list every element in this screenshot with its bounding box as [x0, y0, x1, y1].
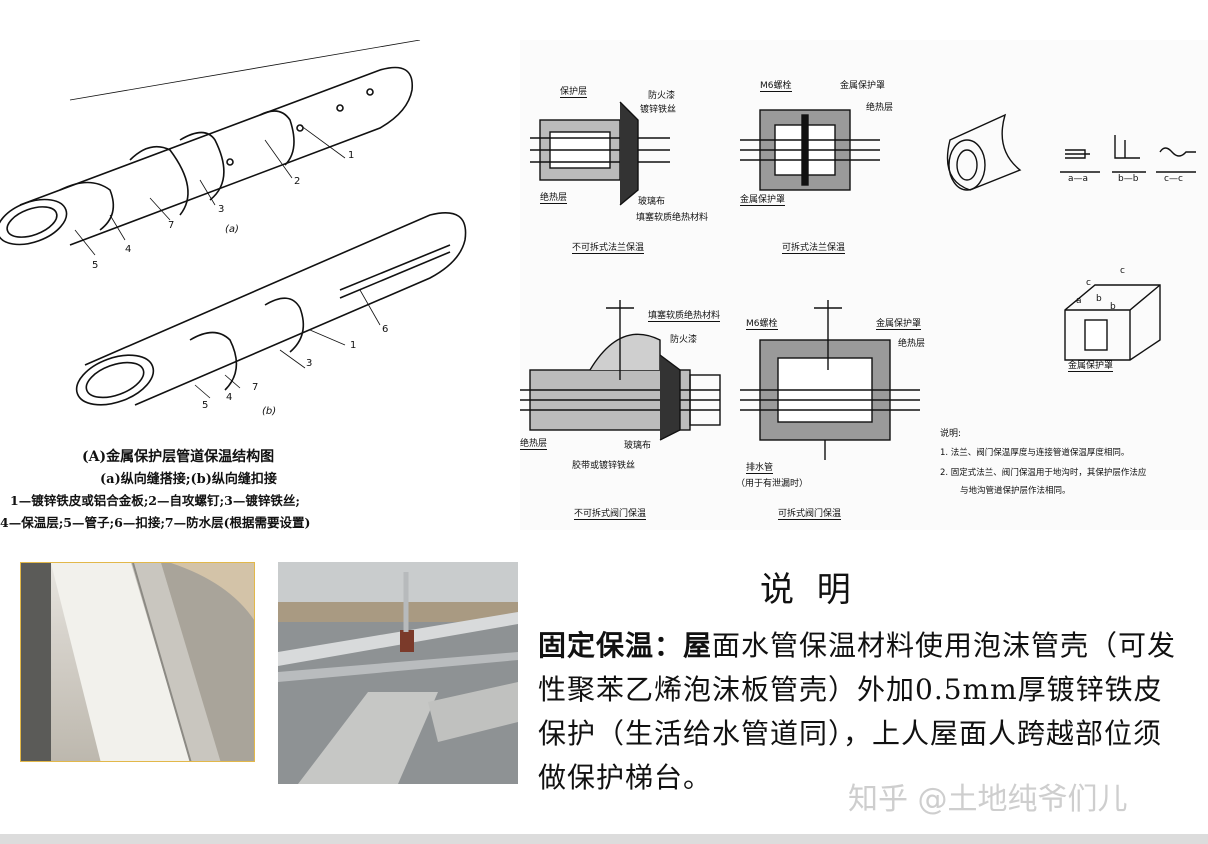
ff-label-bolibu: 玻璃布: [638, 197, 666, 207]
explanation-paragraph: 固定保温：屋面水管保温材料使用泡沫管壳（可发性聚苯乙烯泡沫板管壳）外加0.5mm…: [538, 624, 1178, 800]
fv-label-jiaodai: 胶带或镀锌铁丝: [572, 461, 636, 471]
fv-label-jurceng: 绝热层: [520, 436, 548, 450]
cover-mark-b2: b: [1110, 302, 1116, 312]
ff-label-jurceng: 绝热层: [540, 190, 568, 204]
pipe-insulation-drawing: 1 2 3 7 4 5 (a) 6 1 3 7 4 5 (b) (A)金属保护层…: [0, 40, 520, 540]
rv-label-jurceng: 绝热层: [898, 339, 926, 349]
callout-b-1: 1: [350, 340, 357, 351]
rf-label-jinshu-bottom: 金属保护罩: [740, 192, 786, 206]
photo-roof-pipes-svg: [278, 562, 518, 784]
callout-b-7: 7: [252, 382, 259, 393]
ff-label-duxintiesi: 镀锌铁丝: [640, 105, 677, 115]
ff-label-tiansai: 填塞软质绝热材料: [636, 213, 709, 223]
label-b: (b): [262, 406, 277, 417]
notes-line1: 1. 法兰、阀门保温厚度与连接管道保温厚度相同。: [940, 448, 1130, 458]
callout-b-6: 6: [382, 324, 389, 335]
photo-roof-pipes: [278, 562, 518, 784]
rv-label-paishuiguan: 排水管: [746, 460, 774, 474]
drawing-caption-line1: 1—镀锌铁皮或铝合金板;2—自攻螺钉;3—镀锌铁丝;: [10, 493, 300, 508]
seam-a-label: a—a: [1068, 174, 1089, 184]
seam-b-label: b—b: [1118, 174, 1139, 184]
label-a: (a): [225, 224, 239, 235]
pipe-drawing-svg: [0, 40, 467, 406]
flange-valve-drawing: 保护层 防火漆 镀锌铁丝 绝热层 玻璃布 填塞软质绝热材料 不可拆式法兰保温 M…: [520, 40, 1208, 530]
photo-pipe-closeup: [20, 562, 255, 762]
callout-a-2: 2: [294, 176, 301, 187]
cover-mark-a: a: [1076, 296, 1082, 306]
drawing-caption-title: (A)金属保护层管道保温结构图: [82, 449, 275, 465]
callout-b-4: 4: [226, 392, 233, 403]
notes-head: 说明:: [940, 429, 962, 439]
cover-mark-c2: c: [1120, 266, 1125, 276]
rv-label-m6: M6螺栓: [746, 316, 778, 330]
callout-a-5: 5: [92, 260, 99, 271]
ff-label-baohuceng: 保护层: [560, 84, 588, 98]
bottom-strip: [0, 834, 1208, 844]
rf-title: 可拆式法兰保温: [782, 240, 846, 254]
zhihu-watermark: 知乎 @土地纯爷们儿: [848, 782, 1128, 817]
cover-title: 金属保护罩: [1068, 358, 1114, 372]
rv-label-jinshu: 金属保护罩: [876, 316, 922, 330]
fv-label-fanghuoqi: 防火漆: [670, 335, 698, 345]
fv-label-tiansai: 填塞软质绝热材料: [648, 308, 721, 322]
rv-label-xielou: （用于有泄漏时）: [736, 479, 809, 489]
explanation-body: 面水管保温材料使用泡沫管壳（可发性聚苯乙烯泡沫板管壳）外加0.5mm厚镀锌铁皮保…: [538, 629, 1177, 794]
callout-a-1: 1: [348, 150, 355, 161]
fv-label-bolibu: 玻璃布: [624, 441, 652, 451]
drawing-caption-sub: (a)纵向缝搭接;(b)纵向缝扣接: [100, 472, 277, 487]
callout-a-7: 7: [168, 220, 175, 231]
callout-a-3: 3: [218, 204, 225, 215]
fv-title: 不可拆式阀门保温: [574, 506, 647, 520]
callout-b-5: 5: [202, 400, 209, 411]
ff-label-fanghuoqi: 防火漆: [648, 91, 676, 101]
callout-b-3: 3: [306, 358, 313, 369]
notes-line3: 与地沟管道保护层作法相同。: [960, 486, 1071, 496]
flange-valve-svg: [520, 101, 1196, 460]
rf-label-jinshu-top: 金属保护罩: [840, 81, 886, 91]
rv-title: 可拆式阀门保温: [778, 506, 842, 520]
explanation-bold-lead: 固定保温：屋: [538, 629, 713, 662]
callout-a-4: 4: [125, 244, 132, 255]
drawing-caption-line2: 4—保温层;5—管子;6—扣接;7—防水层(根据需要设置): [0, 515, 311, 530]
explanation-title: 说 明: [760, 570, 857, 610]
notes-line2: 2. 固定式法兰、阀门保温用于地沟时，其保护层作法应: [940, 468, 1147, 478]
cover-mark-b1: b: [1096, 294, 1102, 304]
rf-label-m6: M6螺栓: [760, 78, 792, 92]
photo-pipe-closeup-svg: [21, 563, 254, 761]
seam-c-label: c—c: [1164, 174, 1183, 184]
cover-mark-c1: c: [1086, 278, 1091, 288]
ff-title: 不可拆式法兰保温: [572, 240, 645, 254]
rf-label-jurceng: 绝热层: [866, 103, 894, 113]
